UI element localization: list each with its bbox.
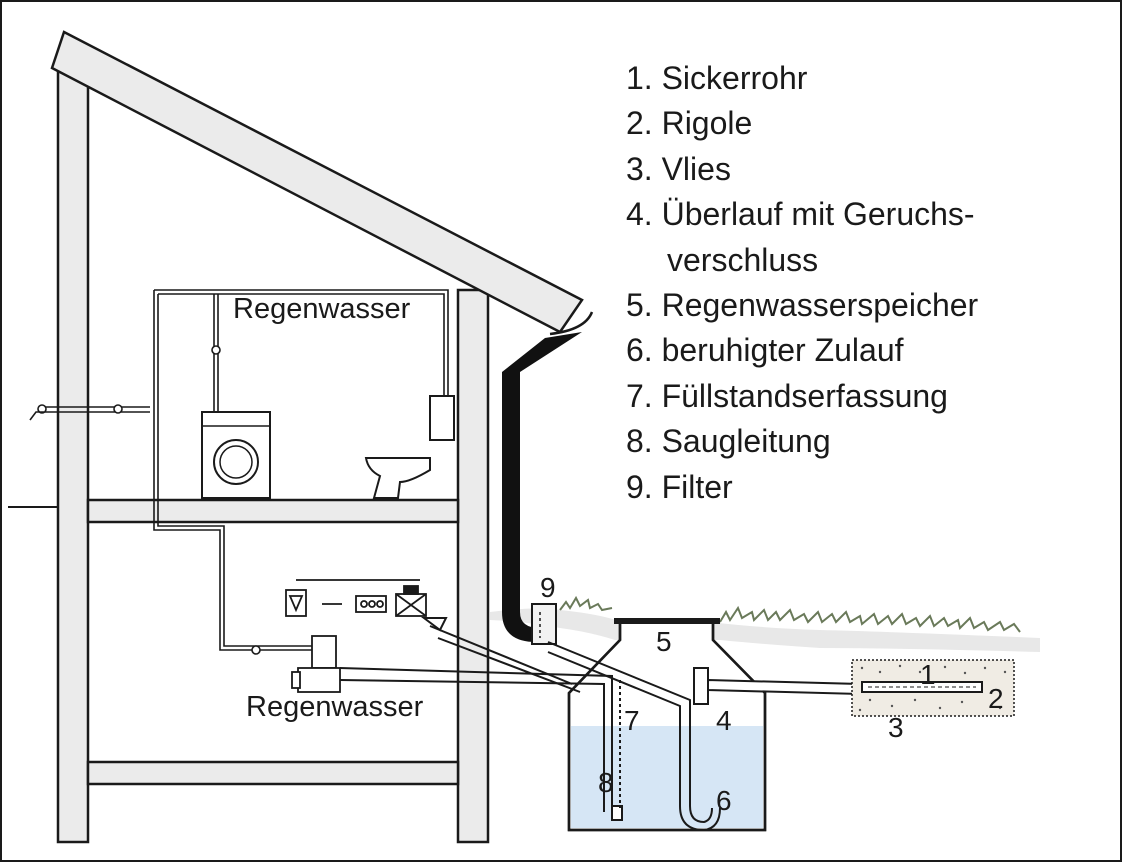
ground-surface: [490, 595, 1040, 652]
legend-item: 9. Filter: [626, 468, 733, 505]
label-n3: 3: [888, 712, 904, 743]
feed-line: [421, 617, 581, 693]
washing-machine: [201, 411, 271, 499]
right-wall: [456, 288, 490, 844]
label-n7: 7: [624, 705, 640, 736]
rigole: [851, 659, 1015, 717]
label-n9: 9: [540, 572, 556, 603]
taps: [29, 345, 261, 655]
legend-item-continuation: verschluss: [667, 241, 819, 278]
legend-item: 8. Saugleitung: [626, 423, 831, 460]
label-n5: 5: [656, 626, 672, 657]
pump-station: [285, 579, 427, 693]
legend-item: 5. Regenwasserspeicher: [626, 287, 979, 324]
legend-item: 1. Sickerrohr: [626, 60, 808, 96]
filter-box: [531, 603, 557, 645]
label-n8: 8: [598, 767, 614, 798]
legend-item: 6. beruhigter Zulauf: [626, 332, 904, 369]
label-lower-regenwasser: Regenwasser: [246, 691, 424, 723]
legend-item: 2. Rigole: [626, 105, 753, 142]
suction-line: [339, 667, 623, 821]
legend: 1. Sickerrohr 2. Rigole 3. Vlies 4. Über…: [626, 56, 978, 510]
legend-item: 7. Füllstandserfassung: [626, 377, 948, 414]
label-n6: 6: [716, 785, 732, 816]
floor-slab: [86, 498, 460, 524]
overflow-pipe: [693, 667, 861, 705]
house: [50, 30, 584, 844]
upper-plumbing: [40, 289, 449, 651]
label-n2: 2: [988, 683, 1004, 714]
downpipe: [502, 311, 594, 642]
label-n4: 4: [716, 705, 732, 736]
legend-item: 3. Vlies: [626, 150, 731, 187]
inflow-pipe: [547, 641, 721, 832]
label-upper-regenwasser: Regenwasser: [233, 293, 411, 325]
legend-item: 4. Überlauf mit Geruchs-: [626, 196, 975, 233]
toilet: [364, 395, 455, 499]
left-wall: [56, 62, 90, 844]
basement-floor: [86, 760, 460, 786]
label-n1: 1: [920, 659, 936, 690]
